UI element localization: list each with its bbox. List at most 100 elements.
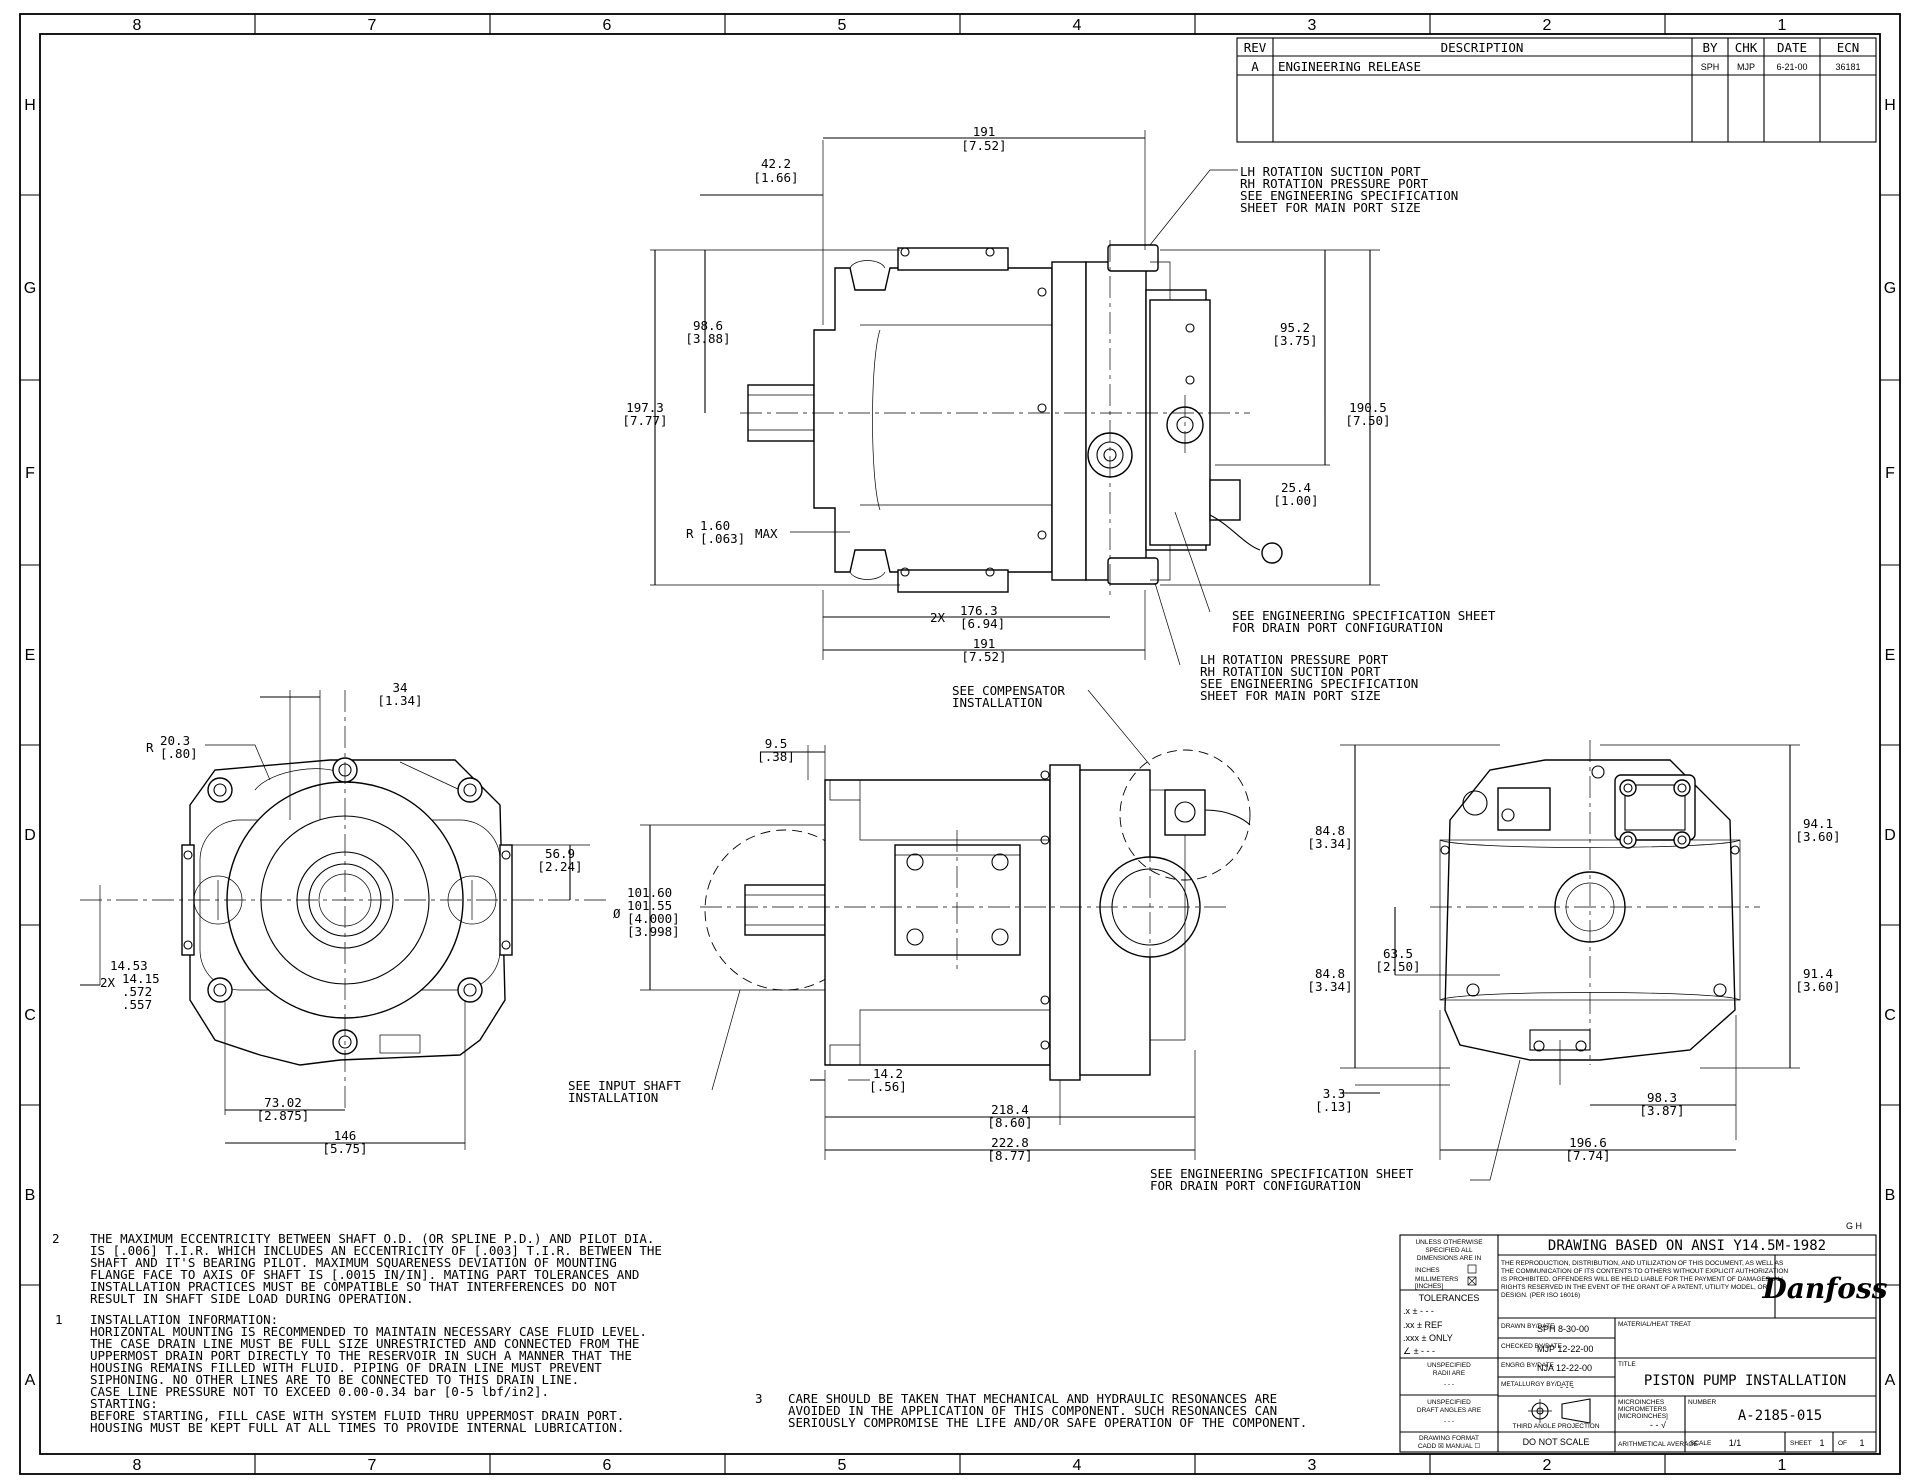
rear-dim-91-mm: 91.4 xyxy=(1803,966,1833,981)
dim-191-bot-mm: 191 xyxy=(973,636,996,651)
rear-dim-84-top-in: [3.34] xyxy=(1307,836,1352,851)
zone-row-f-left: F xyxy=(25,465,35,482)
drawing-border xyxy=(19,13,1901,1475)
rear-dim-63-in: [2.50] xyxy=(1375,959,1420,974)
rear-dim-84-bot-in: [3.34] xyxy=(1307,979,1352,994)
tb-metallurgy-value: - - - xyxy=(1560,1382,1574,1392)
radius-in: [.063] xyxy=(700,531,745,546)
note-drain-rear-2: FOR DRAIN PORT CONFIGURATION xyxy=(1150,1178,1361,1193)
rear-dim-94-in: [3.60] xyxy=(1795,829,1840,844)
zone-row-b-left: B xyxy=(25,1187,36,1204)
zone-row-c-left: C xyxy=(24,1007,36,1024)
note-drain-top-2: FOR DRAIN PORT CONFIGURATION xyxy=(1232,620,1443,635)
note-suction-1: LH ROTATION SUCTION PORT xyxy=(1240,164,1421,179)
zone-col-1-top: 1 xyxy=(1778,17,1787,34)
note-suction-2: RH ROTATION PRESSURE PORT xyxy=(1240,176,1429,191)
tb-metallurgy-label: METALLURGY BY/DATE xyxy=(1501,1381,1574,1388)
note-drain-rear-1: SEE ENGINEERING SPECIFICATION SHEET xyxy=(1150,1166,1414,1181)
note-1-line-6: SIPHONING. NO OTHER LINES ARE TO BE CONN… xyxy=(90,1372,579,1387)
note-1-line-9: BEFORE STARTING, FILL CASE WITH SYSTEM F… xyxy=(90,1408,624,1423)
zone-col-6-bottom: 6 xyxy=(603,1457,612,1474)
description-header: DESCRIPTION xyxy=(1441,40,1524,55)
tb-drawn-value: SPH 8-30-00 xyxy=(1537,1324,1589,1334)
side-dim-101-prefix: Ø xyxy=(613,906,621,921)
note-3-line-3: SERIOUSLY COMPROMISE THE LIFE AND/OR SAF… xyxy=(788,1415,1307,1430)
side-dim-101-in2: [3.998] xyxy=(627,924,680,939)
dim-176-prefix: 2X xyxy=(930,610,946,625)
side-dim-101-in1: [4.000] xyxy=(627,911,680,926)
dim-42-mm: 42.2 xyxy=(761,156,791,171)
tb-drawn-label: DRAWN BY/DATE xyxy=(1501,1323,1555,1330)
tb-checked-label: CHECKED BY/DATE xyxy=(1501,1343,1563,1350)
dim-25-in: [1.00] xyxy=(1273,493,1318,508)
tb-radii-1: UNSPECIFIED xyxy=(1427,1362,1471,1369)
side-dim-9-in: [.38] xyxy=(757,749,795,764)
tb-title: PISTON PUMP INSTALLATION xyxy=(1644,1373,1846,1389)
note-1-line-2: HORIZONTAL MOUNTING IS RECOMMENDED TO MA… xyxy=(90,1324,647,1339)
side-view: 9.5 [.38] Ø 101.60 101.55 [4.000] [3.998… xyxy=(568,683,1251,1163)
side-dim-14-in: [.56] xyxy=(869,1079,907,1094)
tb-of-label: OF xyxy=(1838,1440,1847,1447)
zone-row-e-left: E xyxy=(25,647,36,664)
rev-description: ENGINEERING RELEASE xyxy=(1278,59,1421,74)
dim-191-bot-in: [7.52] xyxy=(961,649,1006,664)
rev-chk: MJP xyxy=(1737,62,1755,72)
zone-row-h-right: H xyxy=(1884,97,1896,114)
front-dim-56-mm: 56.9 xyxy=(545,846,575,861)
zone-row-d-right: D xyxy=(1884,827,1896,844)
rear-dim-91-in: [3.60] xyxy=(1795,979,1840,994)
millimeters-checkbox xyxy=(1467,1276,1477,1286)
zone-col-3-bottom: 3 xyxy=(1308,1457,1317,1474)
note-compensator-2: INSTALLATION xyxy=(952,695,1042,710)
zone-col-2-top: 2 xyxy=(1543,17,1552,34)
tb-do-not-scale: DO NOT SCALE xyxy=(1523,1437,1590,1447)
dim-95-in: [3.75] xyxy=(1272,333,1317,348)
rear-dim-196-mm: 196.6 xyxy=(1569,1135,1607,1150)
front-dim-146-mm: 146 xyxy=(334,1128,357,1143)
tb-scale-label: SCALE xyxy=(1690,1440,1712,1447)
zone-row-h-left: H xyxy=(24,97,36,114)
dim-25-mm: 25.4 xyxy=(1281,480,1311,495)
tb-micro-check: - - √ xyxy=(1650,1420,1666,1430)
note-3-line-2: AVOIDED IN THE APPLICATION OF THIS COMPO… xyxy=(788,1403,1277,1418)
tb-draft-3: - - - xyxy=(1444,1418,1454,1425)
tb-of: 1 xyxy=(1859,1438,1864,1448)
tb-material: MATERIAL/HEAT TREAT xyxy=(1618,1321,1691,1328)
note-2-line-3: SHAFT AND IT'S BEARING PILOT. MAXIMUM SQ… xyxy=(90,1255,617,1270)
tb-tol-4: ∠ ± - - - xyxy=(1403,1346,1435,1356)
tb-unless-2: SPECIFIED ALL xyxy=(1425,1247,1473,1254)
zone-labels: 8 7 6 5 4 3 2 1 8 7 6 5 4 3 2 1 H G F E … xyxy=(24,17,1896,1474)
front-dim-146-in: [5.75] xyxy=(322,1141,367,1156)
dim-176-in: [6.94] xyxy=(960,616,1005,631)
note-1-line-7: CASE LINE PRESSURE NOT TO EXCEED 0.00-0.… xyxy=(90,1384,549,1399)
tb-draft-1: UNSPECIFIED xyxy=(1427,1399,1471,1406)
zone-row-a-left: A xyxy=(25,1372,36,1389)
tb-number: A-2185-015 xyxy=(1738,1408,1822,1424)
tb-sheet-label: SHEET xyxy=(1790,1440,1812,1447)
tb-engrg-label: ENGRG BY/DATE xyxy=(1501,1362,1555,1369)
dim-190-in: [7.50] xyxy=(1345,413,1390,428)
rev-date: 6-21-00 xyxy=(1776,62,1807,72)
radius-mm: 1.60 xyxy=(700,518,730,533)
tb-micro-2: MICROMETERS xyxy=(1618,1406,1667,1413)
note-pressure-3: SEE ENGINEERING SPECIFICATION xyxy=(1200,676,1418,691)
side-dim-222-in: [8.77] xyxy=(987,1148,1032,1163)
dim-197-in: [7.77] xyxy=(622,413,667,428)
tb-legal-1: THE REPRODUCTION, DISTRIBUTION, AND UTIL… xyxy=(1501,1260,1784,1267)
tb-title-label: TITLE xyxy=(1618,1361,1636,1368)
dim-42-in: [1.66] xyxy=(753,170,798,185)
zone-row-a-right: A xyxy=(1885,1372,1896,1389)
note-input-shaft-2: INSTALLATION xyxy=(568,1090,658,1105)
dim-98-in: [3.88] xyxy=(685,331,730,346)
zone-col-5-top: 5 xyxy=(838,17,847,34)
rear-dim-84-bot-mm: 84.8 xyxy=(1315,966,1345,981)
zone-col-6-top: 6 xyxy=(603,17,612,34)
rear-dim-94-mm: 94.1 xyxy=(1803,816,1833,831)
side-dim-101-mm2: 101.55 xyxy=(627,898,672,913)
tb-tol-1: .x ± - - - xyxy=(1403,1306,1434,1316)
note-suction-3: SEE ENGINEERING SPECIFICATION xyxy=(1240,188,1458,203)
rear-dim-84-top-mm: 84.8 xyxy=(1315,823,1345,838)
tb-inches: INCHES xyxy=(1415,1267,1440,1274)
side-dim-14-mm: 14.2 xyxy=(873,1066,903,1081)
